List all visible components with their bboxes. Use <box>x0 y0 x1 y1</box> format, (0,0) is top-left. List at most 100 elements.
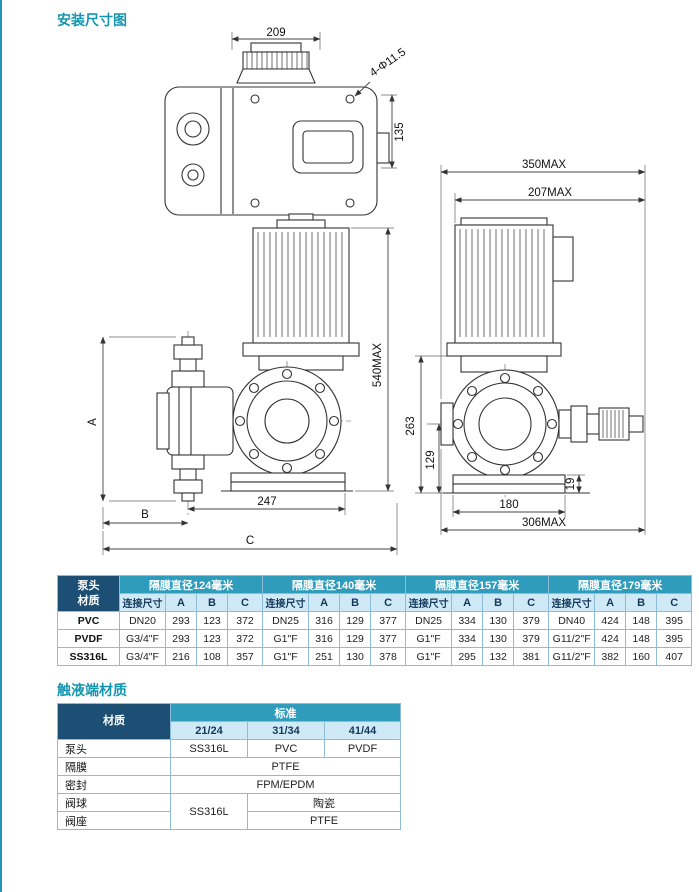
group-header-179: 隔膜直径179毫米 <box>548 575 693 594</box>
dim-cell: 316 <box>308 611 341 630</box>
subheader-a: A <box>308 593 341 612</box>
dim-cell: 293 <box>165 611 197 630</box>
subheader-c: C <box>226 593 264 612</box>
standard-header: 标准 <box>169 703 402 722</box>
material-label: PVDF <box>57 629 120 648</box>
dim-cell: 293 <box>165 629 197 648</box>
subheader-conn: 连接尺寸 <box>548 593 596 612</box>
dim-label-c: C <box>246 535 254 547</box>
dim-label-129: 129 <box>425 450 437 469</box>
material-table-header-row: 材质 标准 <box>57 703 402 740</box>
dim-cell: 334 <box>451 629 484 648</box>
dim-label-b: B <box>141 509 149 521</box>
dim-table-subheader-row: 连接尺寸 A B C 连接尺寸 A B C 连接尺寸 A B C 连接尺寸 A … <box>58 593 693 612</box>
dim-cell: 108 <box>196 647 228 666</box>
dim-cell: 129 <box>339 629 372 648</box>
dim-table-group-row: 泵头 材质 隔膜直径124毫米 隔膜直径140毫米 隔膜直径157毫米 隔膜直径… <box>57 575 693 612</box>
dim-cell: 378 <box>370 647 407 666</box>
front-view: A B C 247 540MAX <box>87 213 398 555</box>
dim-cell: 357 <box>226 647 264 666</box>
dim-label-540max: 540MAX <box>372 343 384 387</box>
dim-cell: 148 <box>625 629 658 648</box>
row-label: 阀球 <box>57 793 171 812</box>
dim-cell: G1"F <box>405 629 453 648</box>
subheader-conn: 连接尺寸 <box>119 593 166 612</box>
dim-cell: 316 <box>308 629 341 648</box>
section-title-wetted-materials: 触液端材质 <box>57 682 127 698</box>
material-label: SS316L <box>57 647 120 666</box>
dim-label-263: 263 <box>405 416 417 435</box>
material-row-valve-seat: 阀座 PTFE <box>57 811 402 830</box>
subheader-conn: 连接尺寸 <box>262 593 310 612</box>
dim-cell: DN20 <box>119 611 166 630</box>
top-view: 209 4-Φ11.5 135 <box>164 27 408 216</box>
dim-cell: 395 <box>656 611 693 630</box>
group-header-140: 隔膜直径140毫米 <box>262 575 407 594</box>
dim-cell: DN25 <box>405 611 453 630</box>
dim-table-corner: 泵头 材质 <box>57 575 120 612</box>
row-label: 密封 <box>57 775 171 794</box>
page-title: 安装尺寸图 <box>57 12 127 28</box>
dim-label-180: 180 <box>499 499 518 511</box>
dim-label-135: 135 <box>394 122 406 141</box>
material-label: PVC <box>57 611 120 630</box>
dim-cell: 123 <box>196 611 228 630</box>
installation-drawing: 209 4-Φ11.5 135 350MAX 207MAX <box>45 25 695 570</box>
material-table: 材质 标准 21/24 31/34 41/44 泵头 SS316L PVC PV… <box>57 703 402 830</box>
group-header-124: 隔膜直径124毫米 <box>118 575 264 594</box>
model-col-31-34: 31/34 <box>247 721 325 740</box>
dim-cell: G3/4"F <box>119 647 166 666</box>
dim-cell: 372 <box>226 611 264 630</box>
material-row-seal: 密封 FPM/EPDM <box>57 775 402 794</box>
dim-cell: DN25 <box>262 611 310 630</box>
dim-label-247: 247 <box>257 496 276 508</box>
page-accent-bar <box>0 0 2 892</box>
subheader-a: A <box>594 593 627 612</box>
material-cell: PVDF <box>323 739 402 758</box>
subheader-conn: 连接尺寸 <box>405 593 453 612</box>
subheader-c: C <box>513 593 550 612</box>
dim-cell: 424 <box>594 611 627 630</box>
dim-table-row-pvc: PVC DN20 293 123 372 DN25 316 129 377 DN… <box>57 611 693 630</box>
dim-cell: 160 <box>625 647 658 666</box>
dim-cell: 379 <box>513 611 550 630</box>
material-row-valve-ball: 阀球 SS316L 陶瓷 <box>57 793 402 830</box>
dim-label-19: 19 <box>565 478 577 491</box>
dim-cell: 130 <box>482 611 515 630</box>
dim-cell: 123 <box>196 629 228 648</box>
subheader-b: B <box>482 593 515 612</box>
model-col-21-24: 21/24 <box>170 721 248 740</box>
dim-cell: G11/2"F <box>548 647 596 666</box>
dim-cell: 377 <box>370 629 407 648</box>
dim-label-a: A <box>87 418 99 426</box>
subheader-b: B <box>339 593 372 612</box>
side-view: 350MAX 207MAX <box>405 159 646 535</box>
dim-label-350max: 350MAX <box>522 159 566 171</box>
dim-cell: G1"F <box>405 647 453 666</box>
dim-label-207max: 207MAX <box>528 187 572 199</box>
dim-cell: 379 <box>513 629 550 648</box>
dim-cell: 334 <box>451 611 484 630</box>
material-table-corner: 材质 <box>57 703 171 740</box>
dim-cell: 130 <box>482 629 515 648</box>
dim-cell: G1"F <box>262 647 310 666</box>
subheader-c: C <box>656 593 693 612</box>
dim-cell: G1"F <box>262 629 310 648</box>
dim-label-209: 209 <box>266 27 285 39</box>
row-label: 阀座 <box>57 811 171 830</box>
material-cell: SS316L <box>170 739 248 758</box>
material-cell: SS316L <box>170 793 248 830</box>
dim-table-row-ss316l: SS316L G3/4"F 216 108 357 G1"F 251 130 3… <box>57 647 693 666</box>
model-col-41-44: 41/44 <box>323 721 402 740</box>
dimension-table: 泵头 材质 隔膜直径124毫米 隔膜直径140毫米 隔膜直径157毫米 隔膜直径… <box>57 575 693 666</box>
dim-cell: 377 <box>370 611 407 630</box>
dim-cell: 382 <box>594 647 627 666</box>
row-label: 泵头 <box>57 739 171 758</box>
dim-cell: 295 <box>451 647 484 666</box>
dim-cell: 130 <box>339 647 372 666</box>
dim-table-row-pvdf: PVDF G3/4"F 293 123 372 G1"F 316 129 377… <box>57 629 693 648</box>
row-label: 隔膜 <box>57 757 171 776</box>
dimension-drawing-svg: 209 4-Φ11.5 135 350MAX 207MAX <box>87 27 646 555</box>
dim-cell: 424 <box>594 629 627 648</box>
material-cell: PTFE <box>169 757 402 776</box>
